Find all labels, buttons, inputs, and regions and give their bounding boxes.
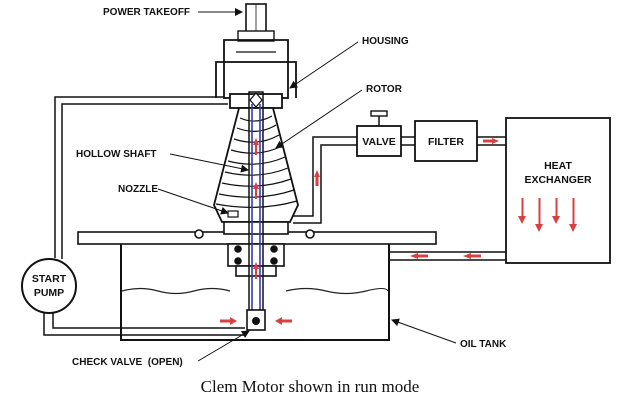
filter-flow-arrow (483, 138, 499, 144)
oil-surface (121, 287, 389, 295)
return-pipe (389, 251, 506, 261)
filter: FILTER (414, 120, 478, 162)
valve-handle-icon (370, 110, 388, 117)
check-valve (246, 309, 266, 331)
start-pump-label-2: PUMP (34, 287, 64, 299)
start-pump-label-1: START (32, 273, 67, 285)
start-pump-piping (43, 96, 245, 336)
power-takeoff-label: POWER TAKEOFF (103, 7, 190, 18)
cooling-flow-arrows (518, 198, 577, 232)
start-pump: START PUMP (21, 258, 77, 314)
heat-exchanger-label-2: EXCHANGER (524, 174, 592, 186)
nozzle (227, 210, 239, 218)
valve-filter-pipe (401, 136, 415, 146)
shaft-flow-arrows (253, 138, 259, 279)
valve: VALVE (356, 110, 402, 157)
nozzle-label: NOZZLE (118, 184, 158, 195)
check-valve-label: CHECK VALVE (OPEN) (72, 357, 183, 368)
figure-caption: Clem Motor shown in run mode (200, 377, 420, 396)
rotor (213, 107, 299, 223)
valve-label: VALVE (362, 136, 395, 148)
bearing-assembly (194, 221, 315, 277)
power-takeoff (237, 3, 275, 42)
housing-label: HOUSING (362, 36, 409, 47)
check-valve-flow-arrows (220, 317, 292, 325)
heat-exchanger: HEAT EXCHANGER (505, 117, 611, 264)
rotor-label: ROTOR (366, 84, 403, 95)
heat-exchanger-label-1: HEAT (544, 160, 572, 172)
shaft-top-nut-icon (249, 92, 263, 108)
leader-lines (157, 8, 457, 362)
filter-label: FILTER (428, 136, 464, 148)
outlet-flow-arrow (314, 170, 320, 186)
oil-tank-label: OIL TANK (460, 339, 507, 350)
filter-exchanger-pipe (477, 136, 506, 146)
outlet-pipe (293, 136, 357, 224)
return-flow-arrows (410, 253, 481, 259)
hollow-shaft-label: HOLLOW SHAFT (76, 149, 157, 160)
